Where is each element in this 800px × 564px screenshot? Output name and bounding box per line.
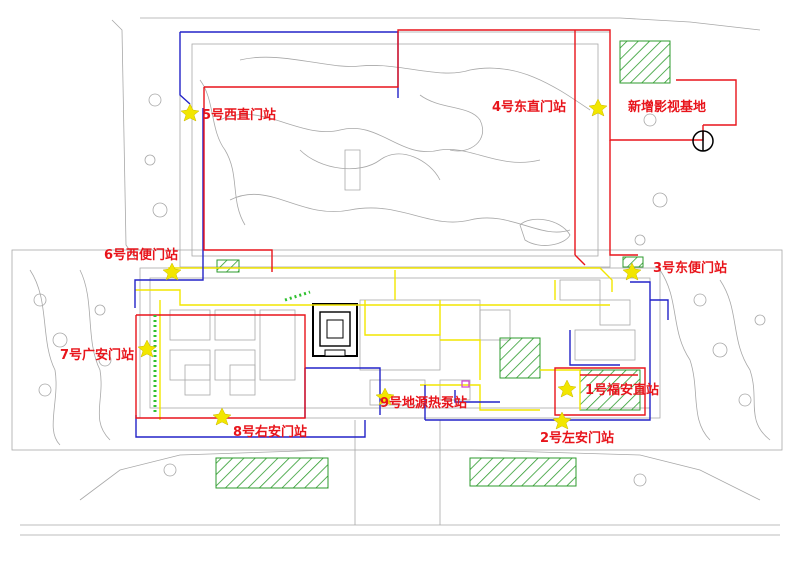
station-label-s6: 6号西便门站	[104, 248, 179, 263]
star-marker-icon	[552, 411, 572, 430]
station-label-s3: 3号东便门站	[653, 261, 728, 276]
green-dotted-network	[153, 290, 311, 415]
green-zones	[215, 40, 671, 489]
star-marker-icon	[137, 339, 157, 358]
yellow-network	[135, 267, 613, 420]
star-marker-icon	[180, 103, 200, 122]
star-marker-icon	[375, 387, 395, 406]
star-marker-icon	[588, 98, 608, 117]
station-markers	[137, 98, 642, 430]
star-marker-icon	[212, 407, 232, 426]
star-marker-icon	[622, 262, 642, 281]
station-label-s5: 5号西直门站	[202, 108, 277, 123]
red-network	[135, 29, 737, 419]
star-marker-icon	[557, 379, 577, 398]
station-label-s8: 8号右安门站	[233, 425, 308, 440]
star-marker-icon	[162, 262, 182, 281]
pump-marker	[461, 380, 470, 388]
station-label-s4: 4号东直门站	[492, 100, 567, 115]
station-label-s9: 9号地源热泵站	[380, 396, 468, 411]
station-label-s7: 7号广安门站	[60, 348, 135, 363]
north-arrow-icon	[692, 130, 714, 152]
station-label-s1: 1号福安直站	[585, 383, 660, 398]
station-label-base: 新增影视基地	[628, 100, 707, 115]
base-linework	[11, 17, 783, 536]
central-hall	[312, 303, 358, 357]
station-label-s2: 2号左安门站	[540, 431, 615, 446]
